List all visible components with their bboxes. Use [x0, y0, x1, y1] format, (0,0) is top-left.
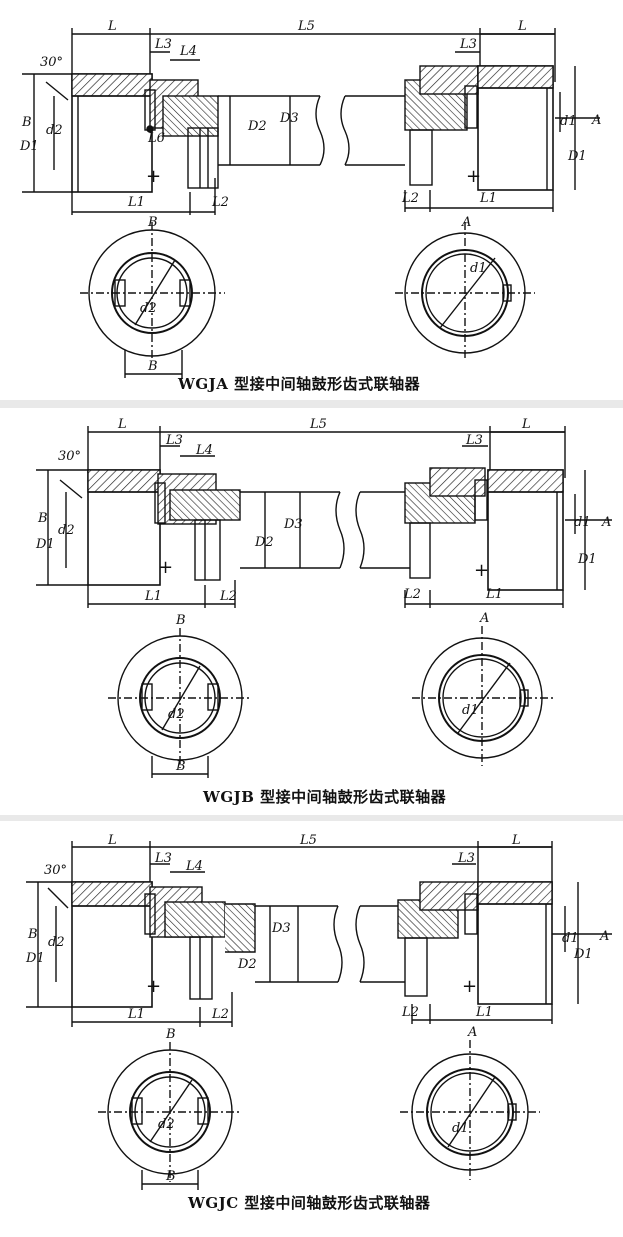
- label-D1-left: D1: [25, 951, 45, 966]
- wgjb-drawing: L L5 L L3 L4 L3 30° L1 L2 L2 L1 D1 B d2 …: [35, 417, 612, 778]
- wgja-drawing: L L5 L L3 L4 L3 30° L6 L1 L2 L2 L1 D1 B …: [19, 19, 601, 378]
- label-L3-left: L3: [154, 37, 172, 52]
- plus-mark-left: +: [146, 166, 161, 187]
- label-B-left: B: [21, 115, 32, 130]
- label-L2-right: L2: [401, 191, 419, 206]
- label-d1-section: d1: [452, 1121, 469, 1136]
- label-B-section-top: B: [165, 1027, 176, 1042]
- label-B-left: B: [27, 927, 38, 942]
- caption-wgjb: WGJB 型接中间轴鼓形齿式联轴器: [203, 788, 447, 806]
- label-L2-left: L2: [211, 1007, 229, 1022]
- label-B-section-top: B: [175, 613, 186, 628]
- label-angle: 30°: [44, 863, 67, 878]
- label-D3: D3: [271, 921, 291, 936]
- label-A-section: A: [461, 215, 471, 230]
- figure-wgja: L L5 L L3 L4 L3 30° L6 L1 L2 L2 L1 D1 B …: [0, 0, 623, 400]
- label-D1-right: D1: [577, 552, 597, 567]
- label-L-right: L: [511, 833, 521, 848]
- label-L1-right: L1: [485, 587, 503, 602]
- label-L3-right: L3: [459, 37, 477, 52]
- label-D1-right: D1: [573, 947, 593, 962]
- label-D1-left: D1: [35, 537, 55, 552]
- label-L3-right: L3: [465, 433, 483, 448]
- label-d2-section: d2: [168, 707, 185, 722]
- label-L5: L5: [299, 833, 317, 848]
- figure-wgjc: L L5 L L3 L4 L3 30° L1 L2 L2 L1 D1 B d2 …: [0, 822, 623, 1237]
- plus-mark-left: +: [146, 976, 161, 997]
- label-D1-left: D1: [19, 139, 39, 154]
- caption-wgja: WGJA 型接中间轴鼓形齿式联轴器: [178, 375, 421, 393]
- label-d2-section: d2: [158, 1117, 175, 1132]
- label-B-left: B: [37, 511, 48, 526]
- separator: [0, 400, 623, 408]
- label-L4: L4: [179, 44, 197, 59]
- label-L3-right: L3: [457, 851, 475, 866]
- label-L1-right: L1: [479, 191, 497, 206]
- label-B-section-bottom: B: [165, 1169, 176, 1184]
- label-d2: d2: [48, 935, 65, 950]
- label-B-section-bottom: B: [175, 759, 186, 774]
- label-L-left: L: [107, 833, 117, 848]
- plus-mark-right: +: [462, 976, 477, 997]
- wgjc-labels: L L5 L L3 L4 L3 30° L1 L2 L2 L1 D1 B d2 …: [25, 833, 609, 1184]
- plus-mark-right: +: [466, 166, 481, 187]
- label-angle: 30°: [40, 55, 63, 70]
- label-L1-left: L1: [144, 589, 162, 604]
- label-L-right: L: [517, 19, 527, 34]
- label-D2: D2: [254, 535, 274, 550]
- label-L6: L6: [147, 131, 165, 146]
- label-L-left: L: [107, 19, 117, 34]
- label-L4: L4: [185, 859, 203, 874]
- label-L1-right: L1: [475, 1005, 493, 1020]
- caption-wgjc: WGJC 型接中间轴鼓形齿式联轴器: [188, 1194, 431, 1212]
- label-L2-right: L2: [401, 1005, 419, 1020]
- label-D3: D3: [279, 111, 299, 126]
- label-angle: 30°: [58, 449, 81, 464]
- label-L4: L4: [195, 443, 213, 458]
- label-D3: D3: [283, 517, 303, 532]
- label-D1-right: D1: [567, 149, 587, 164]
- label-L2-left: L2: [211, 195, 229, 210]
- label-B-section-bottom: B: [147, 359, 158, 374]
- separator: [0, 815, 623, 821]
- label-L2-right: L2: [403, 587, 421, 602]
- wgjc-drawing: L L5 L L3 L4 L3 30° L1 L2 L2 L1 D1 B d2 …: [25, 833, 612, 1190]
- label-A: A: [591, 113, 601, 128]
- label-d1-section: d1: [462, 703, 479, 718]
- label-L3-left: L3: [165, 433, 183, 448]
- label-d2-section: d2: [140, 301, 157, 316]
- label-D2: D2: [247, 119, 267, 134]
- label-A: A: [599, 929, 609, 944]
- label-L1-left: L1: [127, 1007, 145, 1022]
- figure-wgjb: L L5 L L3 L4 L3 30° L1 L2 L2 L1 D1 B d2 …: [0, 408, 623, 818]
- label-L1-left: L1: [127, 195, 145, 210]
- label-d1-section: d1: [470, 261, 487, 276]
- label-L5: L5: [309, 417, 327, 432]
- plus-mark-right: +: [474, 560, 489, 581]
- label-d1: d1: [560, 114, 577, 129]
- label-A-section: A: [479, 611, 489, 626]
- label-L5: L5: [297, 19, 315, 34]
- wgja-labels: L L5 L L3 L4 L3 30° L6 L1 L2 L2 L1 D1 B …: [19, 19, 601, 374]
- label-L-right: L: [521, 417, 531, 432]
- label-A: A: [601, 515, 611, 530]
- label-d2: d2: [46, 123, 63, 138]
- label-B-section-top: B: [147, 215, 158, 230]
- label-D2: D2: [237, 957, 257, 972]
- label-d2: d2: [58, 523, 75, 538]
- label-d1: d1: [562, 931, 579, 946]
- label-d1: d1: [574, 515, 591, 530]
- wgjb-labels: L L5 L L3 L4 L3 30° L1 L2 L2 L1 D1 B d2 …: [35, 417, 611, 774]
- label-A-section: A: [467, 1025, 477, 1040]
- plus-mark-left: +: [158, 557, 173, 578]
- label-L2-left: L2: [219, 589, 237, 604]
- label-L3-left: L3: [154, 851, 172, 866]
- label-L-left: L: [117, 417, 127, 432]
